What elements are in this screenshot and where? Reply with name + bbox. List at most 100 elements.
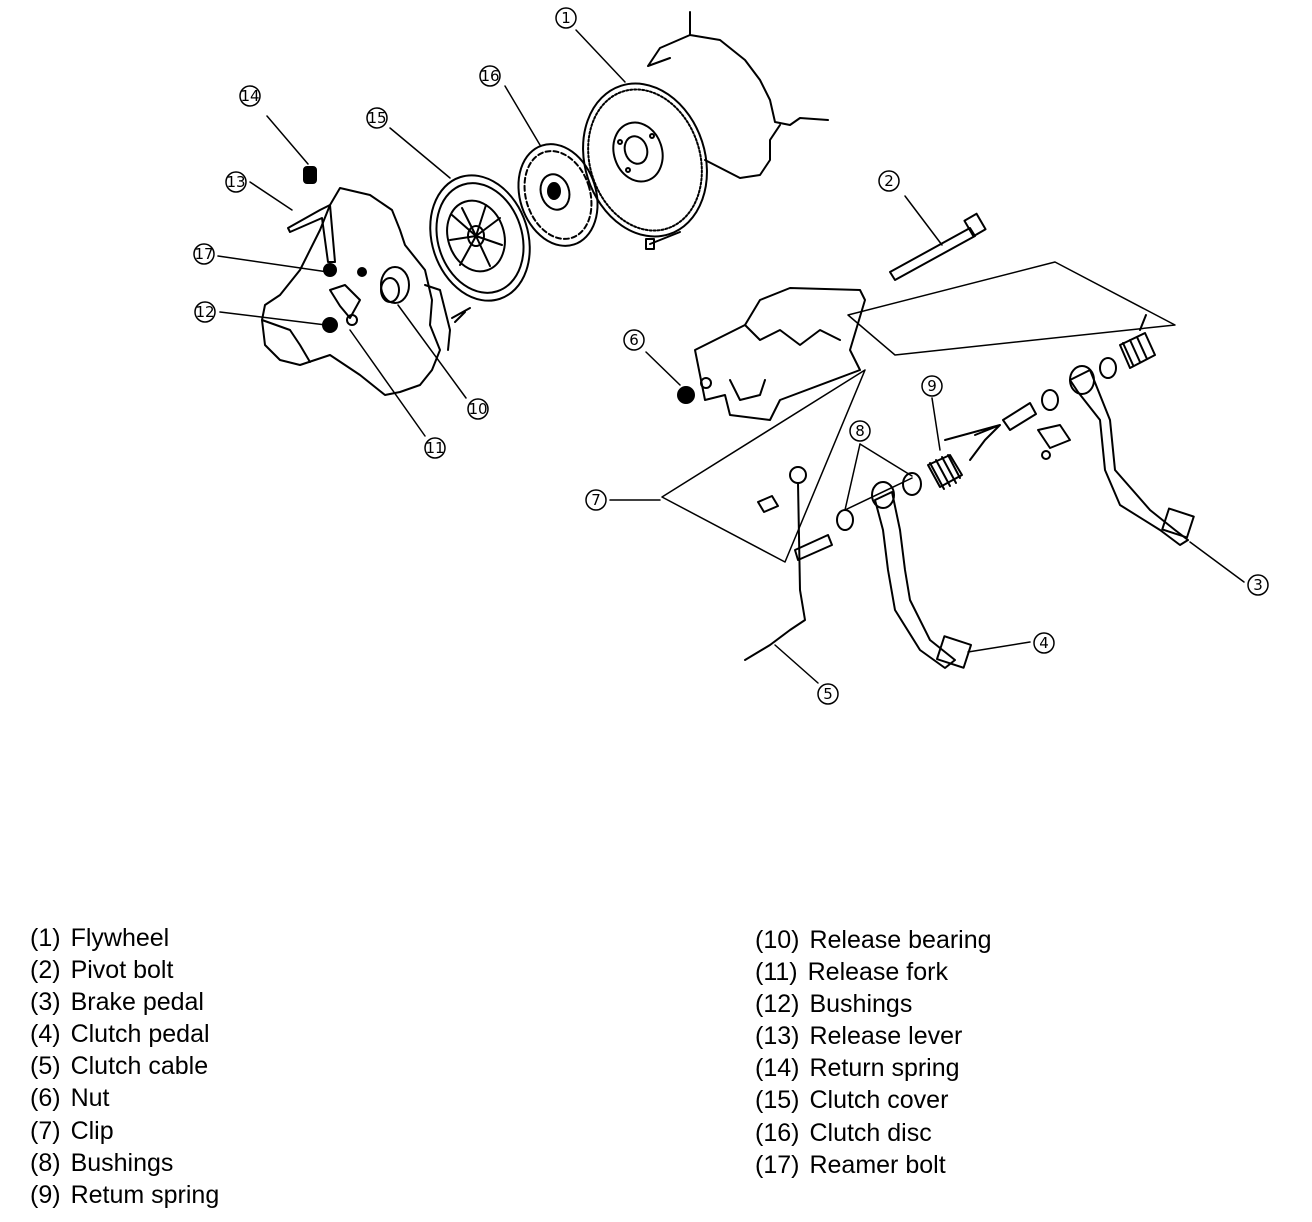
svg-text:6: 6: [629, 331, 639, 349]
transmission-housing: [261, 187, 451, 396]
svg-text:1: 1: [561, 9, 571, 27]
clutch-pedal: [871, 481, 973, 669]
callout-6: 6: [623, 329, 645, 351]
legend-number: (3): [30, 988, 61, 1017]
legend-label: Brake pedal: [70, 988, 204, 1017]
callout-17: 17: [193, 243, 215, 265]
legend-number: (1): [30, 924, 61, 952]
svg-text:15: 15: [367, 109, 386, 127]
legend-item: (12) Bushings: [755, 988, 992, 1020]
legend-item: (16) Clutch disc: [755, 1117, 992, 1149]
legend-number: (4): [30, 1020, 61, 1049]
svg-text:11: 11: [425, 439, 444, 457]
brake-pedal: [1069, 365, 1195, 546]
callout-4: 4: [1033, 632, 1055, 654]
legend-number: (6): [30, 1084, 61, 1113]
legend-item: (6) Nut: [30, 1082, 219, 1114]
pedal-shaft-parts: [836, 314, 1156, 531]
svg-text:7: 7: [591, 491, 601, 509]
legend-number: (10): [755, 926, 800, 954]
clutch-cover: [429, 174, 531, 323]
legend-label: Reamer bolt: [809, 1150, 946, 1179]
legend-number: (11): [755, 958, 798, 987]
svg-text:13: 13: [226, 173, 245, 191]
svg-text:14: 14: [240, 87, 259, 105]
legend-label: Release lever: [809, 1022, 963, 1051]
legend-label: Clip: [70, 1116, 114, 1145]
clutch-disc: [517, 143, 599, 247]
legend-item: (7)Clip: [30, 1115, 219, 1147]
callout-8: 8: [849, 420, 871, 442]
callout-2: 2: [878, 170, 900, 192]
callout-13: 13: [225, 171, 247, 193]
svg-text:17: 17: [194, 245, 213, 263]
svg-text:9: 9: [927, 377, 937, 395]
release-lever: [287, 204, 336, 263]
legend-item: (5)Clutch cable: [30, 1050, 219, 1082]
flywheel: [582, 82, 708, 250]
legend-label: Clutch disc: [809, 1118, 932, 1147]
callout-12: 12: [194, 301, 216, 323]
clutch-exploded-diagram: 1 2 3 4 5 6 7 8 9 10 11 12: [193, 7, 1269, 705]
svg-text:16: 16: [480, 67, 499, 85]
clutch-cable: [744, 466, 833, 661]
legend-item: (8)Bushings: [30, 1147, 219, 1179]
callout-15: 15: [366, 107, 388, 129]
legend-item: (10)Release bearing: [755, 924, 992, 956]
svg-text:5: 5: [823, 685, 833, 703]
svg-text:2: 2: [884, 172, 894, 190]
legend-number: (12): [755, 990, 800, 1019]
callout-5: 5: [817, 683, 839, 705]
legend-label: Release fork: [807, 958, 948, 987]
legend-label: Clutch cable: [70, 1052, 209, 1081]
legend-item: (3) Brake pedal: [30, 986, 219, 1018]
legend-item: (14) Return spring: [755, 1052, 992, 1084]
legend-number: (14): [755, 1054, 800, 1083]
legend-label: Bushings: [70, 1148, 174, 1177]
svg-text:10: 10: [468, 400, 487, 418]
legend-label: Flywheel: [70, 924, 170, 952]
legend-label: Pivot bolt: [70, 956, 174, 985]
svg-text:12: 12: [195, 303, 214, 321]
legend-item: (11) Release fork: [755, 956, 992, 988]
callout-9: 9: [921, 375, 943, 397]
callout-1: 1: [555, 7, 577, 29]
legend-item: (1) Flywheel: [30, 922, 219, 954]
legend-item: (13)Release lever: [755, 1020, 992, 1052]
return-spring-clutch: [303, 166, 317, 184]
legend-item: (2) Pivot bolt: [30, 954, 219, 986]
pedal-bracket: [694, 287, 866, 421]
legend-number: (15): [755, 1086, 800, 1115]
release-fork-assembly: [322, 263, 367, 333]
bracket-group-line: [847, 261, 1176, 356]
legend-number: (2): [30, 956, 61, 985]
legend-item: (15) Clutch cover: [755, 1084, 992, 1116]
legend-label: Retum spring: [70, 1180, 220, 1209]
legend-item: (17) Reamer bolt: [755, 1149, 992, 1181]
legend-item: (9) Retum spring: [30, 1179, 219, 1211]
legend-left-column: (1) Flywheel (2) Pivot bolt (3) Brake pedal…: [30, 922, 219, 1211]
callout-3: 3: [1247, 574, 1269, 596]
callout-10: 10: [467, 398, 489, 420]
legend-number: (9): [30, 1180, 61, 1209]
bushings-group-line: [844, 477, 913, 511]
release-bearing: [380, 266, 410, 304]
legend-label: Nut: [70, 1084, 110, 1113]
legend-label: Bushings: [809, 990, 913, 1019]
legend-right-column: (10)Release bearing (11) Release fork (12…: [755, 924, 992, 1181]
legend-label: Return spring: [809, 1054, 960, 1083]
legend-number: (16): [755, 1118, 800, 1147]
callout-14: 14: [239, 85, 261, 107]
legend-label: Clutch cover: [809, 1086, 949, 1115]
callout-16: 16: [479, 65, 501, 87]
legend-item: (4) Clutch pedal: [30, 1018, 219, 1050]
svg-text:4: 4: [1039, 634, 1049, 652]
callout-11: 11: [424, 437, 446, 459]
legend-number: (17): [755, 1150, 800, 1179]
clip-group-line: [661, 369, 866, 563]
leader-lines: [217, 29, 1245, 684]
legend-label: Clutch pedal: [70, 1020, 210, 1049]
engine-block-outline: [647, 11, 829, 179]
svg-text:8: 8: [855, 422, 865, 440]
callout-7: 7: [585, 489, 607, 511]
